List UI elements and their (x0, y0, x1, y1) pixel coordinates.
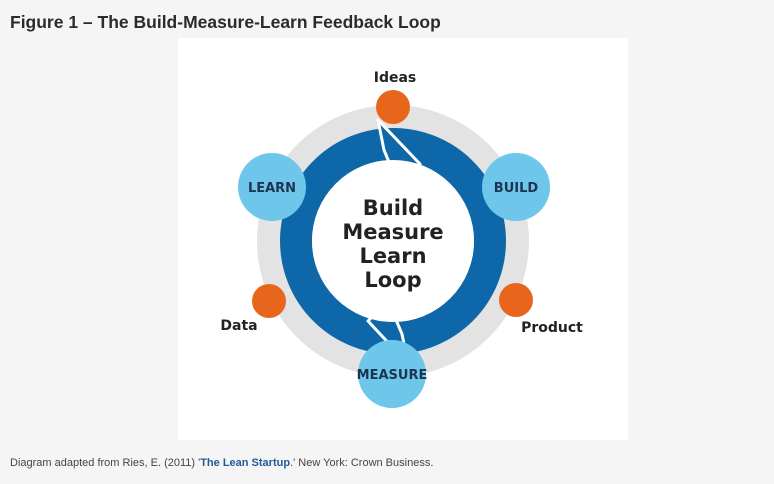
center-line-4: Loop (364, 268, 421, 292)
build-measure-learn-diagram: Build Measure Learn Loop LEARN BUILD MEA… (220, 70, 583, 408)
build-node-label: BUILD (494, 181, 539, 196)
figure-caption: Diagram adapted from Ries, E. (2011) 'Th… (10, 457, 433, 469)
learn-node (238, 153, 306, 221)
learn-node-label: LEARN (248, 181, 296, 196)
ideas-label: Ideas (374, 70, 417, 86)
center-line-3: Learn (359, 244, 426, 268)
data-label: Data (220, 318, 257, 334)
build-node (482, 153, 550, 221)
ideas-dot (376, 90, 410, 124)
caption-prefix: Diagram adapted from Ries, E. (2011) ' (10, 457, 201, 469)
figure-title: Figure 1 – The Build-Measure-Learn Feedb… (10, 12, 441, 32)
center-line-1: Build (363, 196, 423, 220)
measure-node-label: MEASURE (357, 368, 428, 383)
diagram-panel: Build Measure Learn Loop LEARN BUILD MEA… (178, 38, 628, 440)
product-label: Product (521, 320, 583, 336)
book-title-link[interactable]: The Lean Startup (200, 457, 291, 469)
center-line-2: Measure (342, 220, 443, 244)
product-dot (499, 283, 533, 317)
caption-suffix: .' New York: Crown Business. (290, 457, 434, 469)
data-dot (252, 284, 286, 318)
measure-node (358, 340, 426, 408)
inner-disc (312, 160, 474, 322)
